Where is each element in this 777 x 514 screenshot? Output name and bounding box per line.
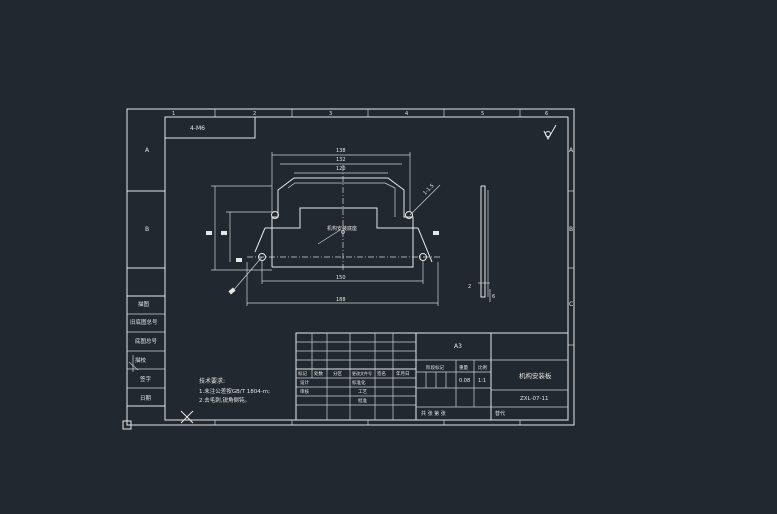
mounting-holes [258, 211, 427, 261]
left-table-cell: 日期 [140, 395, 152, 402]
check-label: 审核 [300, 388, 309, 395]
grid-label-left: B [145, 226, 149, 233]
grid-label-right: C [569, 301, 573, 308]
grid-label-left: A [145, 147, 150, 154]
dimension-lines [211, 152, 441, 306]
grid-label-top: 1 [172, 111, 175, 117]
left-table-cell: 描图 [138, 300, 150, 308]
dim-width-150: 150 [336, 275, 346, 281]
dim-width-138: 138 [336, 148, 346, 154]
left-side-table [126, 295, 166, 407]
reference-box-text: 4-M6 [190, 125, 205, 132]
weight-text: 0.08 [459, 378, 470, 384]
grid-label-top: 6 [545, 111, 548, 117]
surface-roughness-icon [543, 124, 557, 141]
process-label: 工艺 [358, 389, 367, 395]
material-text: A3 [454, 343, 462, 350]
left-table-cell: 签字 [140, 375, 152, 383]
grid-label-top: 2 [253, 111, 256, 117]
grid-label-top: 3 [329, 111, 332, 117]
dim-width-132: 132 [336, 157, 346, 163]
rev-header: 更改文件号 [352, 370, 372, 376]
approve-label: 批准 [358, 397, 367, 404]
side-view [478, 185, 491, 302]
reference-box [164, 116, 256, 139]
rev-header: 分区 [333, 370, 342, 377]
stage-label: 阶段标记 [426, 364, 444, 371]
top-grid-ticks [214, 109, 574, 425]
std-label: 标准化 [352, 379, 366, 386]
grid-label-right: A [569, 147, 574, 154]
version-text: 替代 [495, 410, 505, 417]
grid-label-top: 5 [481, 111, 484, 117]
part-name-text: 机构安装板 [519, 371, 552, 380]
section-markers [206, 231, 439, 295]
rev-header: 签名 [377, 370, 386, 377]
note-line: 2.去毛刺,锐角倒钝。 [199, 396, 250, 404]
scale-label: 比例 [478, 364, 487, 371]
sheet-outer-border [126, 108, 575, 426]
left-table-cell: 描校 [135, 356, 147, 364]
left-table-cell: 旧底图总号 [130, 318, 158, 326]
feature-note: 机构安装底座 [327, 225, 357, 232]
grid-label-right: B [569, 226, 573, 233]
dim-width-120: 120 [336, 166, 346, 172]
side-dim-height: 6 [492, 294, 495, 300]
side-dim-thickness: 2 [468, 284, 471, 290]
weight-label: 重量 [459, 364, 468, 371]
notes-title: 技术要求: [199, 377, 225, 385]
dim-width-188: 188 [336, 297, 346, 303]
drawing-number-text: ZXL-07-11 [520, 396, 548, 402]
left-table-cell: 底图总号 [135, 337, 158, 345]
part-outline [247, 165, 440, 272]
dim-angle-note: 1-1.5 [422, 183, 435, 196]
rev-header: 年月日 [396, 370, 410, 377]
rev-header: 标记 [298, 370, 307, 377]
grid-label-top: 4 [405, 111, 408, 117]
scale-text: 1:1 [478, 378, 486, 384]
sheet-text: 共 张 第 张 [421, 410, 446, 417]
ucs-icon [122, 355, 139, 430]
rev-header: 处数 [314, 370, 323, 377]
title-block [295, 332, 569, 421]
design-label: 设计 [300, 379, 309, 386]
note-line: 1.未注公差按GB/T 1804-m; [199, 387, 270, 395]
cursor-cross-icon [180, 410, 194, 424]
